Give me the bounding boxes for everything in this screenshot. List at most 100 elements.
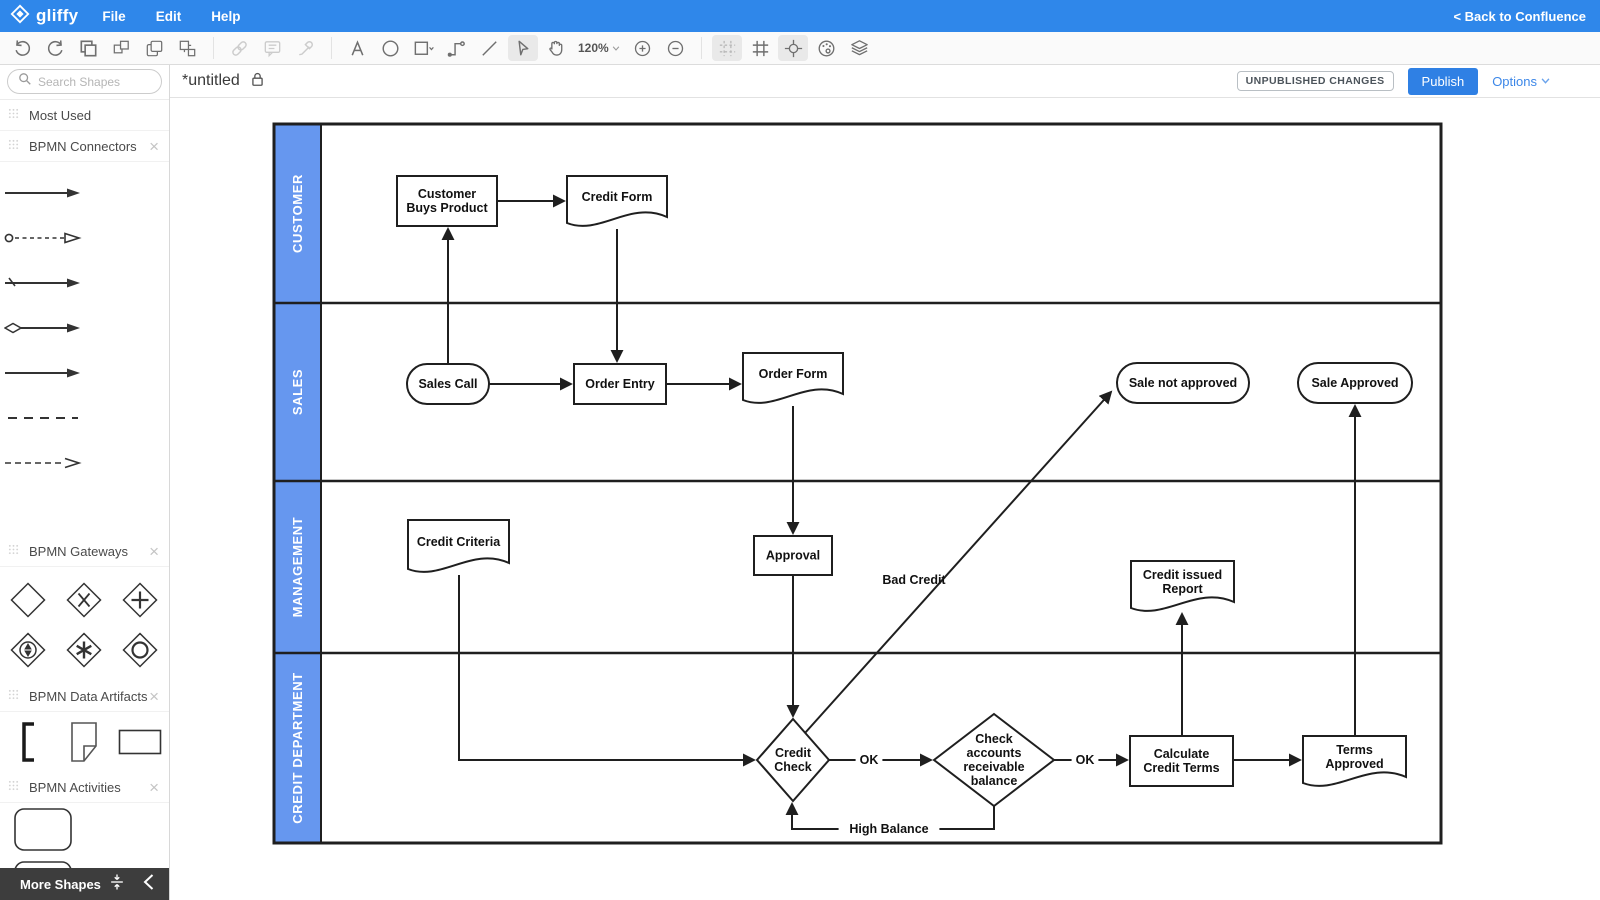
gateway-preview-blank[interactable]: [0, 575, 56, 625]
lane-label: MANAGEMENT: [290, 517, 305, 618]
close-icon[interactable]: ×: [149, 541, 159, 561]
search-input[interactable]: [38, 74, 148, 89]
search-icon: [18, 72, 32, 91]
unpublished-changes-badge: UNPUBLISHED CHANGES: [1236, 71, 1394, 91]
zoom-in-icon[interactable]: [627, 35, 657, 61]
close-icon[interactable]: ×: [149, 777, 159, 797]
zoom-level-dropdown[interactable]: 120%: [578, 41, 620, 55]
connector-preview-dashed-line[interactable]: [0, 395, 85, 440]
artifact-preview-annotation[interactable]: [112, 712, 168, 772]
layers-icon[interactable]: [844, 35, 874, 61]
gateway-preview-inclusive[interactable]: [112, 625, 168, 675]
activity-preview-task[interactable]: [0, 803, 85, 856]
publish-button[interactable]: Publish: [1407, 67, 1479, 95]
shape-library-sidebar: Most Used BPMN Connectors ×: [0, 65, 170, 900]
drag-handle-icon: [8, 542, 19, 560]
chevron-left-icon[interactable]: [141, 873, 157, 896]
eyedropper-icon[interactable]: [291, 35, 321, 61]
connector-preview-message-flow-start[interactable]: [0, 215, 85, 260]
options-button[interactable]: Options: [1492, 74, 1550, 89]
collapse-panels-icon[interactable]: [107, 872, 127, 897]
close-icon[interactable]: ×: [149, 686, 159, 706]
undo-icon[interactable]: [8, 35, 38, 61]
gateway-preview-parallel[interactable]: [112, 575, 168, 625]
node-label: Order Entry: [585, 377, 655, 391]
connector-preview-message-flow[interactable]: [0, 440, 85, 485]
search-box[interactable]: [7, 69, 162, 94]
grid-icon[interactable]: [745, 35, 775, 61]
guides-icon[interactable]: [778, 35, 809, 61]
node-order-form[interactable]: Order Form: [742, 352, 844, 404]
arrange-icon[interactable]: [173, 35, 203, 61]
section-label: BPMN Connectors: [29, 138, 137, 154]
menu-file[interactable]: File: [102, 8, 126, 24]
menu-edit[interactable]: Edit: [155, 8, 182, 24]
connector-tool-icon[interactable]: [442, 35, 472, 61]
connector-preview-conditional-flow[interactable]: [0, 305, 85, 350]
node-label: Sale not approved: [1129, 376, 1237, 390]
node-label: Credit Terms: [1143, 761, 1219, 775]
logo-text: gliffy: [36, 6, 79, 25]
text-tool-icon[interactable]: [343, 35, 373, 61]
comment-icon[interactable]: [258, 35, 288, 61]
lane-header-3[interactable]: [273, 652, 322, 844]
node-label: Report: [1162, 582, 1203, 596]
node-sale-not-approved[interactable]: Sale not approved: [1116, 362, 1250, 404]
menu-help[interactable]: Help: [211, 8, 241, 24]
connector-preview-sequence-flow[interactable]: [0, 170, 85, 215]
link-icon[interactable]: [225, 35, 255, 61]
node-sales-call[interactable]: Sales Call: [406, 363, 490, 405]
zoom-out-icon[interactable]: [660, 35, 690, 61]
sidebar-section-bpmn-connectors[interactable]: BPMN Connectors ×: [0, 131, 169, 162]
back-to-confluence-link[interactable]: < Back to Confluence: [1453, 8, 1586, 24]
node-sale-approved[interactable]: Sale Approved: [1297, 362, 1413, 404]
artifact-preview-data-object[interactable]: [56, 712, 112, 772]
node-order-entry[interactable]: Order Entry: [573, 363, 667, 405]
artifact-preview-group-bracket[interactable]: [0, 712, 56, 772]
gateway-preview-exclusive[interactable]: [56, 575, 112, 625]
sidebar-section-bpmn-activities[interactable]: BPMN Activities ×: [0, 772, 169, 803]
ellipse-tool-icon[interactable]: [376, 35, 406, 61]
pool-border[interactable]: [272, 122, 1443, 845]
node-credit-criteria[interactable]: Credit Criteria: [407, 519, 510, 573]
document-title[interactable]: *untitled: [182, 72, 240, 89]
flow-bad-credit[interactable]: [804, 390, 1113, 734]
theme-palette-icon[interactable]: [811, 35, 841, 61]
close-icon[interactable]: ×: [149, 136, 159, 156]
shape-tool-icon[interactable]: [409, 35, 439, 61]
sidebar-section-most-used[interactable]: Most Used: [0, 100, 169, 131]
snap-grid-icon[interactable]: [712, 35, 743, 61]
sidebar-section-bpmn-gateways[interactable]: BPMN Gateways ×: [0, 536, 169, 567]
pan-tool-icon[interactable]: [541, 35, 571, 61]
gateway-preview-event-star[interactable]: [0, 625, 56, 675]
node-credit-form[interactable]: Credit Form: [566, 175, 668, 227]
redo-icon[interactable]: [41, 35, 71, 61]
connector-preview-sequence-flow-plain[interactable]: [0, 350, 85, 395]
flow-credit-criteria-to-credit-check[interactable]: [458, 575, 756, 767]
ungroup-icon[interactable]: [107, 35, 137, 61]
node-label: Buys Product: [406, 201, 488, 215]
node-label: Terms: [1336, 743, 1373, 757]
group-icon[interactable]: [74, 35, 104, 61]
section-label: Most Used: [29, 107, 92, 123]
copy-icon[interactable]: [140, 35, 170, 61]
line-tool-icon[interactable]: [475, 35, 505, 61]
gateway-preview-complex[interactable]: [56, 625, 112, 675]
more-shapes-bar[interactable]: More Shapes: [0, 868, 169, 900]
node-label: Credit: [775, 746, 812, 760]
node-approval[interactable]: Approval: [753, 535, 833, 576]
sidebar-section-bpmn-data-artifacts[interactable]: BPMN Data Artifacts ×: [0, 681, 169, 712]
lane-label: CUSTOMER: [290, 174, 305, 253]
connector-preview-default-flow[interactable]: [0, 260, 85, 305]
pointer-tool-icon[interactable]: [507, 35, 538, 61]
chevron-down-icon: [612, 45, 619, 51]
node-label: Check: [774, 760, 812, 774]
